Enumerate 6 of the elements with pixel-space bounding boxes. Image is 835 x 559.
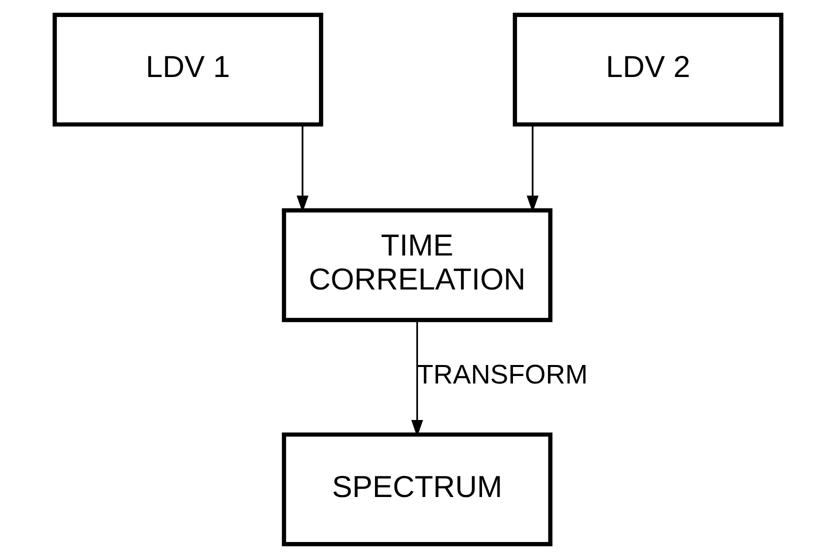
- node-box: TIME CORRELATION: [281, 208, 552, 322]
- edge-label: TRANSFORM: [416, 360, 588, 390]
- node-box: SPECTRUM: [281, 432, 552, 546]
- node-box: LDV 1: [52, 12, 323, 127]
- node-box: LDV 2: [512, 12, 783, 127]
- arrow: [410, 320, 423, 437]
